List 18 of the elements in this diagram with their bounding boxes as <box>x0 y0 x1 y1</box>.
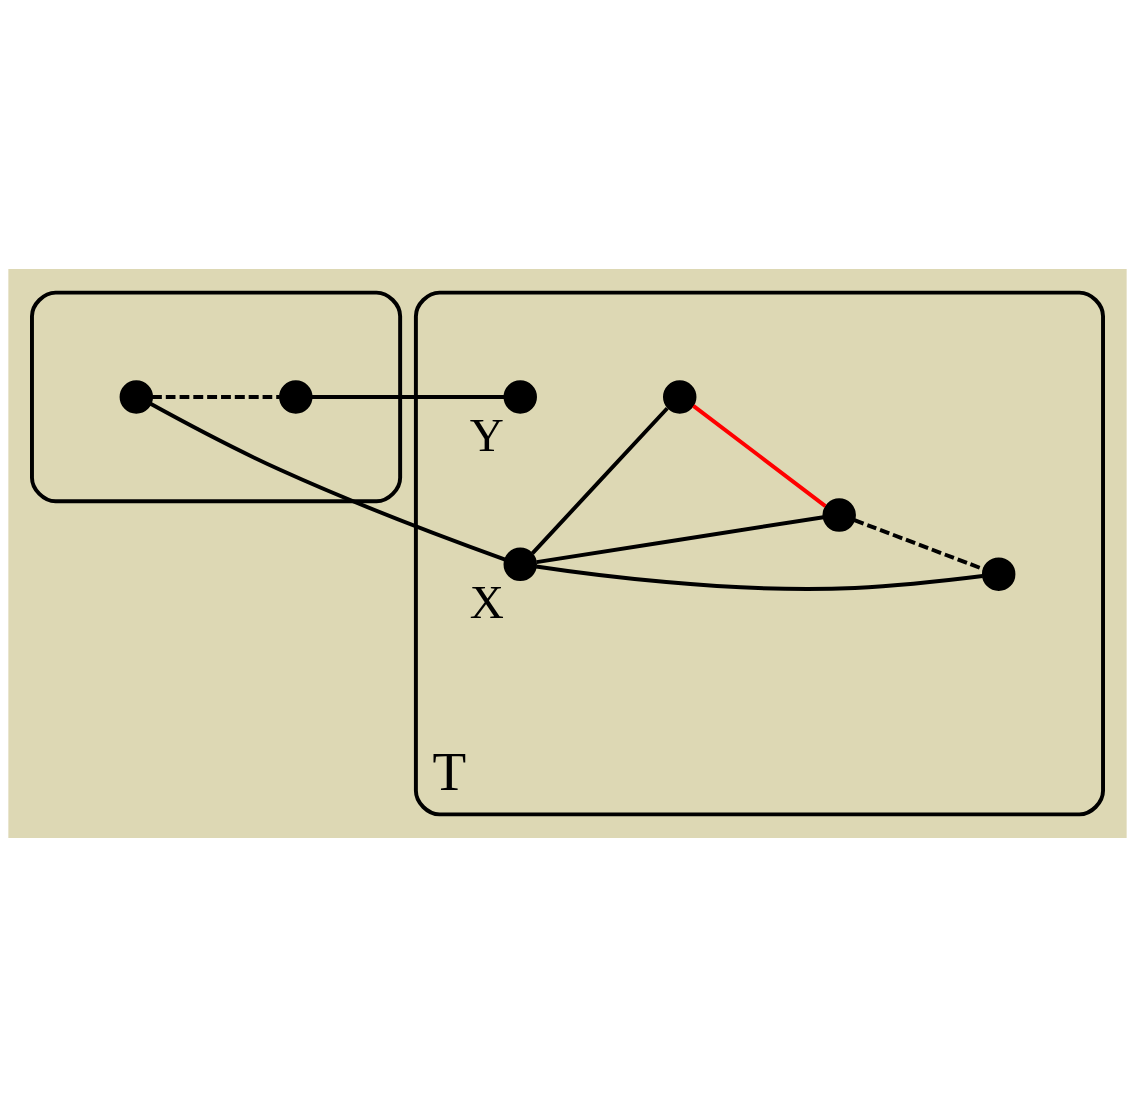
node-circle <box>503 547 537 581</box>
node-label: Y <box>469 408 504 461</box>
node-label: X <box>469 575 504 628</box>
node-circle <box>981 556 1016 591</box>
connector <box>535 564 983 591</box>
connector <box>149 401 506 561</box>
cluster <box>30 290 403 503</box>
connector <box>152 394 280 399</box>
connector <box>853 517 985 571</box>
node-circle <box>822 497 856 532</box>
node-circle <box>119 379 154 414</box>
node-circle <box>503 379 537 414</box>
connector <box>692 403 827 508</box>
node-circle <box>279 379 313 414</box>
connector <box>311 394 505 399</box>
node-circle <box>663 379 697 414</box>
connector <box>530 406 669 555</box>
connector <box>536 514 824 564</box>
